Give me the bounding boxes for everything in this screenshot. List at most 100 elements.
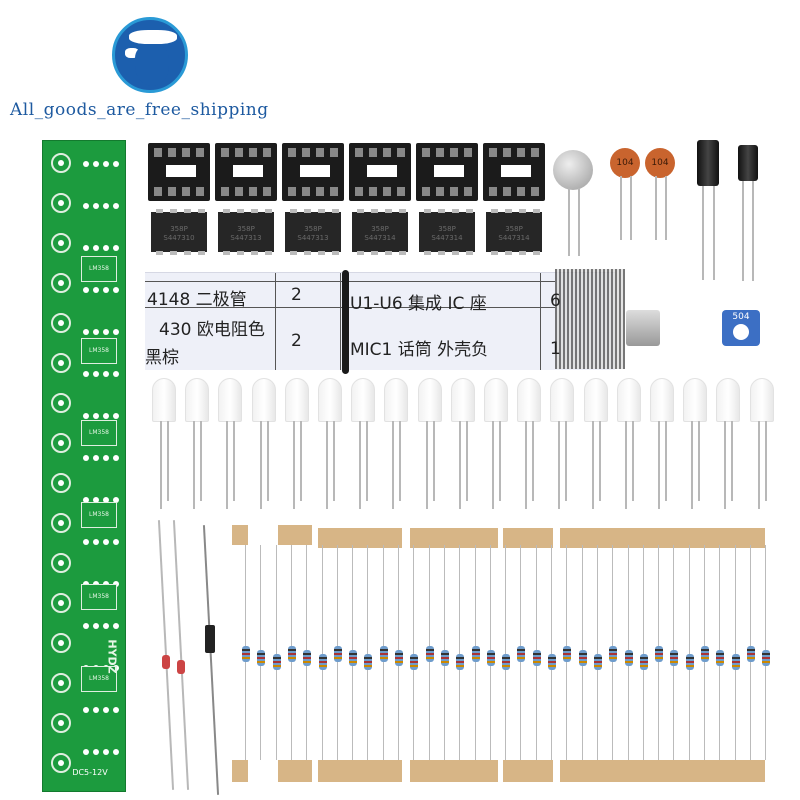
resistor-leg bbox=[275, 545, 277, 760]
tape-bottom bbox=[278, 760, 312, 782]
resistor-band bbox=[440, 657, 449, 659]
resistor bbox=[333, 646, 342, 662]
resistor-band bbox=[502, 665, 511, 667]
led-leg bbox=[259, 421, 262, 509]
pcb-hole bbox=[83, 287, 89, 293]
ic-pin bbox=[318, 251, 325, 255]
resistor bbox=[716, 650, 725, 666]
resistor-band bbox=[303, 653, 312, 655]
resistor-band bbox=[349, 653, 358, 655]
resistor bbox=[532, 650, 541, 666]
divider bbox=[275, 273, 276, 370]
socket-contact bbox=[182, 187, 190, 196]
resistor-band bbox=[532, 653, 541, 655]
led-leg bbox=[226, 421, 229, 509]
socket-contact bbox=[355, 187, 363, 196]
ceramic-capacitor: 104 bbox=[645, 148, 675, 178]
socket-contact bbox=[168, 148, 176, 157]
led bbox=[517, 378, 542, 422]
pcb-hole bbox=[93, 623, 99, 629]
pcb-hole bbox=[83, 623, 89, 629]
led bbox=[650, 378, 674, 422]
pcb-led-pad bbox=[51, 513, 71, 533]
led-leg bbox=[266, 421, 269, 501]
resistor-band bbox=[333, 657, 342, 659]
ic-pin bbox=[491, 251, 498, 255]
resistor bbox=[349, 650, 358, 666]
cap-leg bbox=[620, 176, 622, 240]
cell: 2 bbox=[291, 285, 302, 305]
resistor bbox=[379, 646, 388, 662]
led bbox=[749, 378, 774, 422]
pcb-hole bbox=[113, 413, 119, 419]
small-diode bbox=[162, 655, 170, 669]
pcb-hole bbox=[103, 749, 109, 755]
tape-top bbox=[410, 528, 498, 548]
socket-contact bbox=[235, 187, 243, 196]
resistor-band bbox=[624, 661, 633, 663]
pcb-hole bbox=[83, 539, 89, 545]
led bbox=[152, 378, 176, 422]
pcb-brand: HYDZ bbox=[105, 639, 119, 674]
pcb-hole bbox=[58, 480, 64, 486]
pcb-hole bbox=[83, 329, 89, 335]
socket-contact bbox=[422, 148, 430, 157]
pcb-hole bbox=[58, 440, 64, 446]
pcb-hole bbox=[103, 623, 109, 629]
resistor-band bbox=[471, 649, 480, 651]
cell: 4148 二极管 bbox=[147, 290, 247, 310]
resistor-band bbox=[364, 661, 373, 663]
pcb-hole bbox=[83, 707, 89, 713]
led bbox=[683, 378, 708, 422]
resistor-band bbox=[563, 657, 572, 659]
socket-contact bbox=[422, 187, 430, 196]
ic-socket bbox=[215, 143, 277, 201]
led-leg bbox=[193, 421, 196, 509]
led bbox=[716, 378, 741, 422]
pcb-led-pad bbox=[51, 553, 71, 573]
resistor-band bbox=[593, 657, 602, 659]
resistor-band bbox=[318, 657, 327, 659]
resistor-leg bbox=[459, 545, 461, 760]
pcb-hole bbox=[93, 287, 99, 293]
cap-leg bbox=[742, 181, 744, 281]
divider bbox=[340, 273, 341, 370]
led bbox=[484, 378, 508, 422]
ic-pin bbox=[438, 251, 445, 255]
ceramic-capacitor: 104 bbox=[610, 148, 640, 178]
pcb-hole bbox=[93, 161, 99, 167]
pcb-hole bbox=[113, 287, 119, 293]
led-leg bbox=[665, 421, 667, 501]
ic-pin bbox=[156, 251, 163, 255]
resistor-band bbox=[685, 661, 694, 663]
resistor-band bbox=[379, 649, 388, 651]
resistor-band bbox=[609, 653, 618, 655]
pcb-hole bbox=[58, 640, 64, 646]
resistor-leg bbox=[413, 545, 415, 760]
ic-pin bbox=[533, 209, 540, 213]
ic-line2: S447314 bbox=[364, 234, 396, 242]
resistor-band bbox=[532, 661, 541, 663]
pcb-hole bbox=[93, 707, 99, 713]
resistor-band bbox=[716, 657, 725, 659]
resistor-band bbox=[517, 653, 526, 655]
led-leg bbox=[565, 421, 568, 501]
resistor-band bbox=[593, 665, 602, 667]
resistor-band bbox=[670, 657, 679, 659]
socket-contact bbox=[383, 148, 391, 157]
resistor-band bbox=[716, 661, 725, 663]
ic-pin bbox=[198, 209, 205, 213]
resistor bbox=[593, 654, 602, 670]
resistor bbox=[746, 646, 755, 662]
socket-contact bbox=[464, 148, 472, 157]
pcb-hole bbox=[83, 371, 89, 377]
socket-contact bbox=[531, 148, 539, 157]
led-leg bbox=[333, 421, 335, 501]
ic-pin bbox=[251, 251, 258, 255]
pcb-hole bbox=[58, 400, 64, 406]
resistor-band bbox=[731, 661, 740, 663]
microphone bbox=[553, 150, 593, 190]
socket-window bbox=[300, 165, 330, 177]
